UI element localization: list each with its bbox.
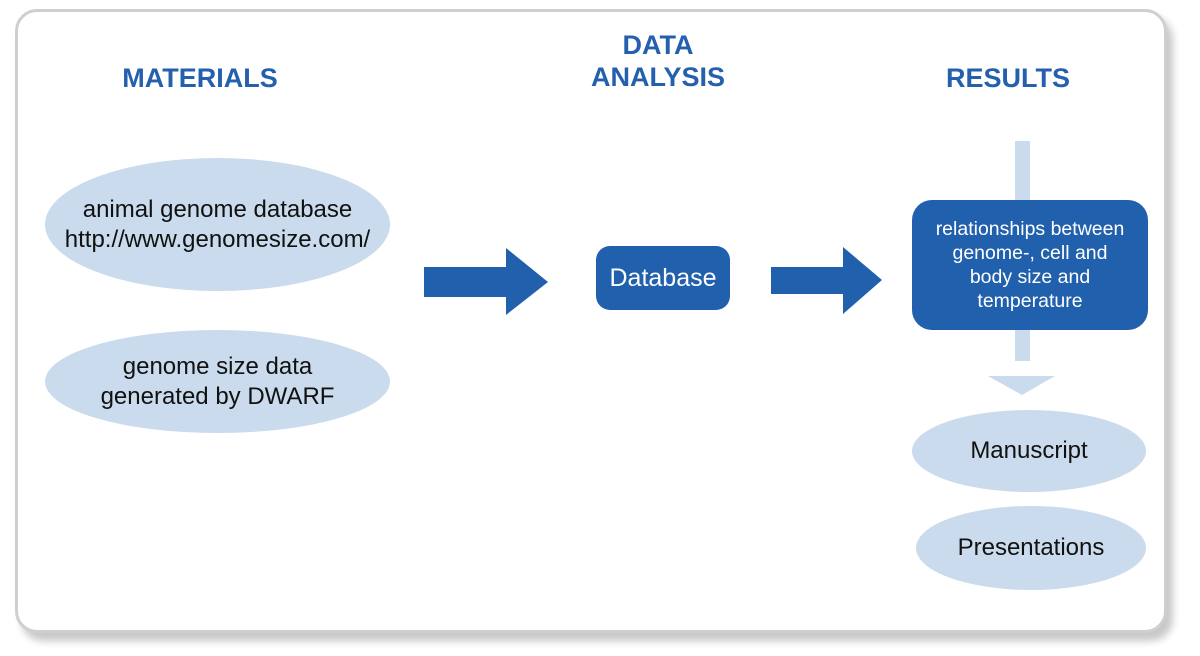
output-label: Presentations <box>957 534 1105 561</box>
output-label: Manuscript <box>970 437 1088 464</box>
right-arrow-icon <box>771 247 882 314</box>
database-box: Database <box>596 246 730 310</box>
heading-data-analysis: DATA ANALYSIS <box>558 29 758 93</box>
material-genome-size-data: genome size data generated by DWARF <box>45 330 390 433</box>
relationships-line: body size and <box>969 266 1091 288</box>
right-arrow-icon <box>424 248 548 315</box>
material-line: animal genome database <box>82 195 353 223</box>
arrow-shape <box>424 248 548 315</box>
heading-data-analysis-line1: DATA <box>622 30 694 60</box>
heading-materials: MATERIALS <box>122 63 278 93</box>
material-line: http://www.genomesize.com/ <box>64 225 371 253</box>
output-presentations: Presentations <box>916 506 1146 590</box>
output-manuscript: Manuscript <box>912 410 1146 492</box>
material-line: genome size data <box>122 352 313 380</box>
relationships-line: relationships between <box>935 218 1125 240</box>
heading-results: RESULTS <box>945 63 1070 93</box>
material-line: generated by DWARF <box>100 382 335 410</box>
relationships-box: relationships between genome-, cell and … <box>912 200 1148 330</box>
arrow-shape <box>771 247 882 314</box>
heading-data-analysis-line2: ANALYSIS <box>590 62 726 92</box>
database-label: Database <box>609 264 717 292</box>
material-animal-genome-database: animal genome database http://www.genome… <box>45 158 390 291</box>
relationships-line: temperature <box>977 290 1083 312</box>
relationships-line: genome-, cell and <box>952 242 1108 264</box>
arrow-head <box>988 376 1055 395</box>
